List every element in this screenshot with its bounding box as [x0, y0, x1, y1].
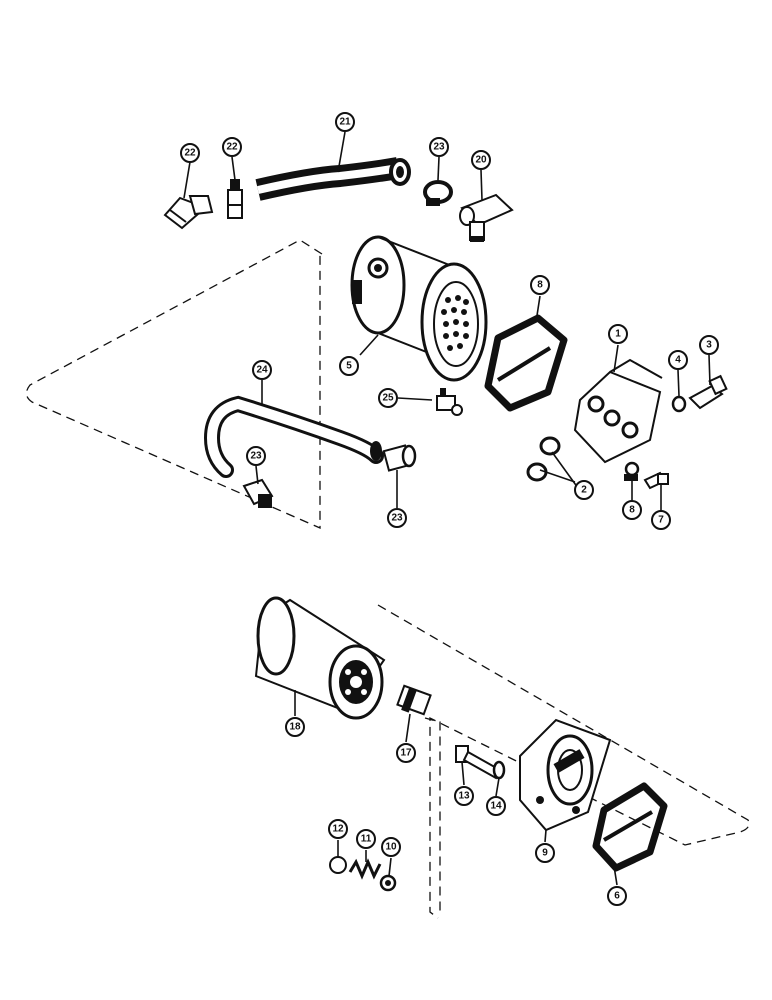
svg-text:5: 5 [346, 361, 352, 372]
svg-text:24: 24 [256, 365, 268, 376]
svg-text:18: 18 [289, 722, 301, 733]
callout-13: 13 [454, 786, 474, 806]
assembly-outline-upper [25, 239, 323, 529]
cooler-cover [573, 358, 663, 464]
svg-text:7: 7 [658, 515, 664, 526]
hose [255, 157, 411, 201]
oil-tube [203, 395, 384, 478]
svg-text:22: 22 [184, 148, 196, 159]
svg-text:2: 2 [581, 485, 587, 496]
callout-23-right: 23 [387, 508, 407, 528]
callout-24: 24 [252, 360, 272, 380]
assembly-outline-lower-left [424, 717, 441, 912]
callout-25: 25 [378, 388, 398, 408]
oil-filter [254, 596, 386, 720]
callout-1: 1 [608, 324, 628, 344]
hose-clamp [423, 180, 453, 206]
nut-8 [624, 461, 640, 481]
svg-text:25: 25 [382, 393, 394, 404]
filter-base [519, 718, 612, 832]
svg-text:1: 1 [615, 329, 621, 340]
svg-text:23: 23 [250, 451, 262, 462]
svg-text:3: 3 [706, 340, 712, 351]
callout-3: 3 [699, 335, 719, 355]
gasket-lower [592, 782, 668, 872]
o-ring-a [539, 436, 561, 456]
callout-20: 21 [335, 112, 355, 132]
elbow-fitting [163, 195, 214, 230]
connector-23-left [242, 478, 274, 508]
svg-text:17: 17 [400, 748, 412, 759]
svg-text:11: 11 [361, 834, 372, 845]
bolt-7 [643, 471, 669, 490]
connector-23-right [382, 444, 417, 472]
o-ring-b [526, 462, 548, 482]
svg-text:13: 13 [458, 791, 470, 802]
callout-12: 12 [328, 819, 348, 839]
callout-6-lower: 6 [607, 886, 627, 906]
svg-text:23: 23 [391, 513, 403, 524]
assembly-outline-lower [377, 604, 750, 919]
bolt-3 [688, 374, 728, 410]
callout-8-upper: 8 [530, 275, 550, 295]
svg-text:9: 9 [542, 848, 548, 859]
svg-text:21: 21 [339, 117, 351, 128]
svg-text:22: 22 [226, 142, 238, 153]
callout-11: 11 [356, 829, 376, 849]
svg-text:8: 8 [537, 280, 543, 291]
svg-text:6: 6 [614, 891, 620, 902]
callout-5: 5 [339, 356, 359, 376]
oil-cooler-body [350, 235, 488, 382]
leader-lines [183, 131, 711, 886]
washer-14 [492, 760, 506, 780]
callout-19: 20 [471, 150, 491, 170]
callout-14: 14 [486, 796, 506, 816]
svg-text:10: 10 [385, 842, 397, 853]
svg-text:20: 20 [475, 155, 487, 166]
callout-9: 9 [535, 843, 555, 863]
svg-text:4: 4 [675, 355, 681, 366]
drain-cock [436, 388, 463, 416]
callout-22-right: 23 [429, 137, 449, 157]
callout-4: 4 [668, 350, 688, 370]
callout-21-label: 22 [180, 143, 200, 163]
spring-11 [348, 858, 382, 880]
svg-text:8: 8 [629, 505, 635, 516]
callout-7: 7 [651, 510, 671, 530]
callout-2: 2 [574, 480, 594, 500]
filter-nipple [396, 684, 432, 716]
callout-22-left: 22 [222, 137, 242, 157]
callout-10: 10 [381, 837, 401, 857]
svg-text:23: 23 [433, 142, 445, 153]
svg-text:14: 14 [490, 801, 502, 812]
washer-4 [671, 395, 687, 413]
callout-17: 17 [396, 743, 416, 763]
svg-text:12: 12 [332, 824, 344, 835]
ball-12 [329, 856, 347, 874]
gasket-upper [484, 314, 568, 412]
plug-10 [379, 874, 397, 892]
callout-23-left: 23 [246, 446, 266, 466]
callout-18: 18 [285, 717, 305, 737]
tee-fitting [459, 193, 514, 242]
hose-fitting [227, 179, 243, 219]
callout-8-lower: 8 [622, 500, 642, 520]
